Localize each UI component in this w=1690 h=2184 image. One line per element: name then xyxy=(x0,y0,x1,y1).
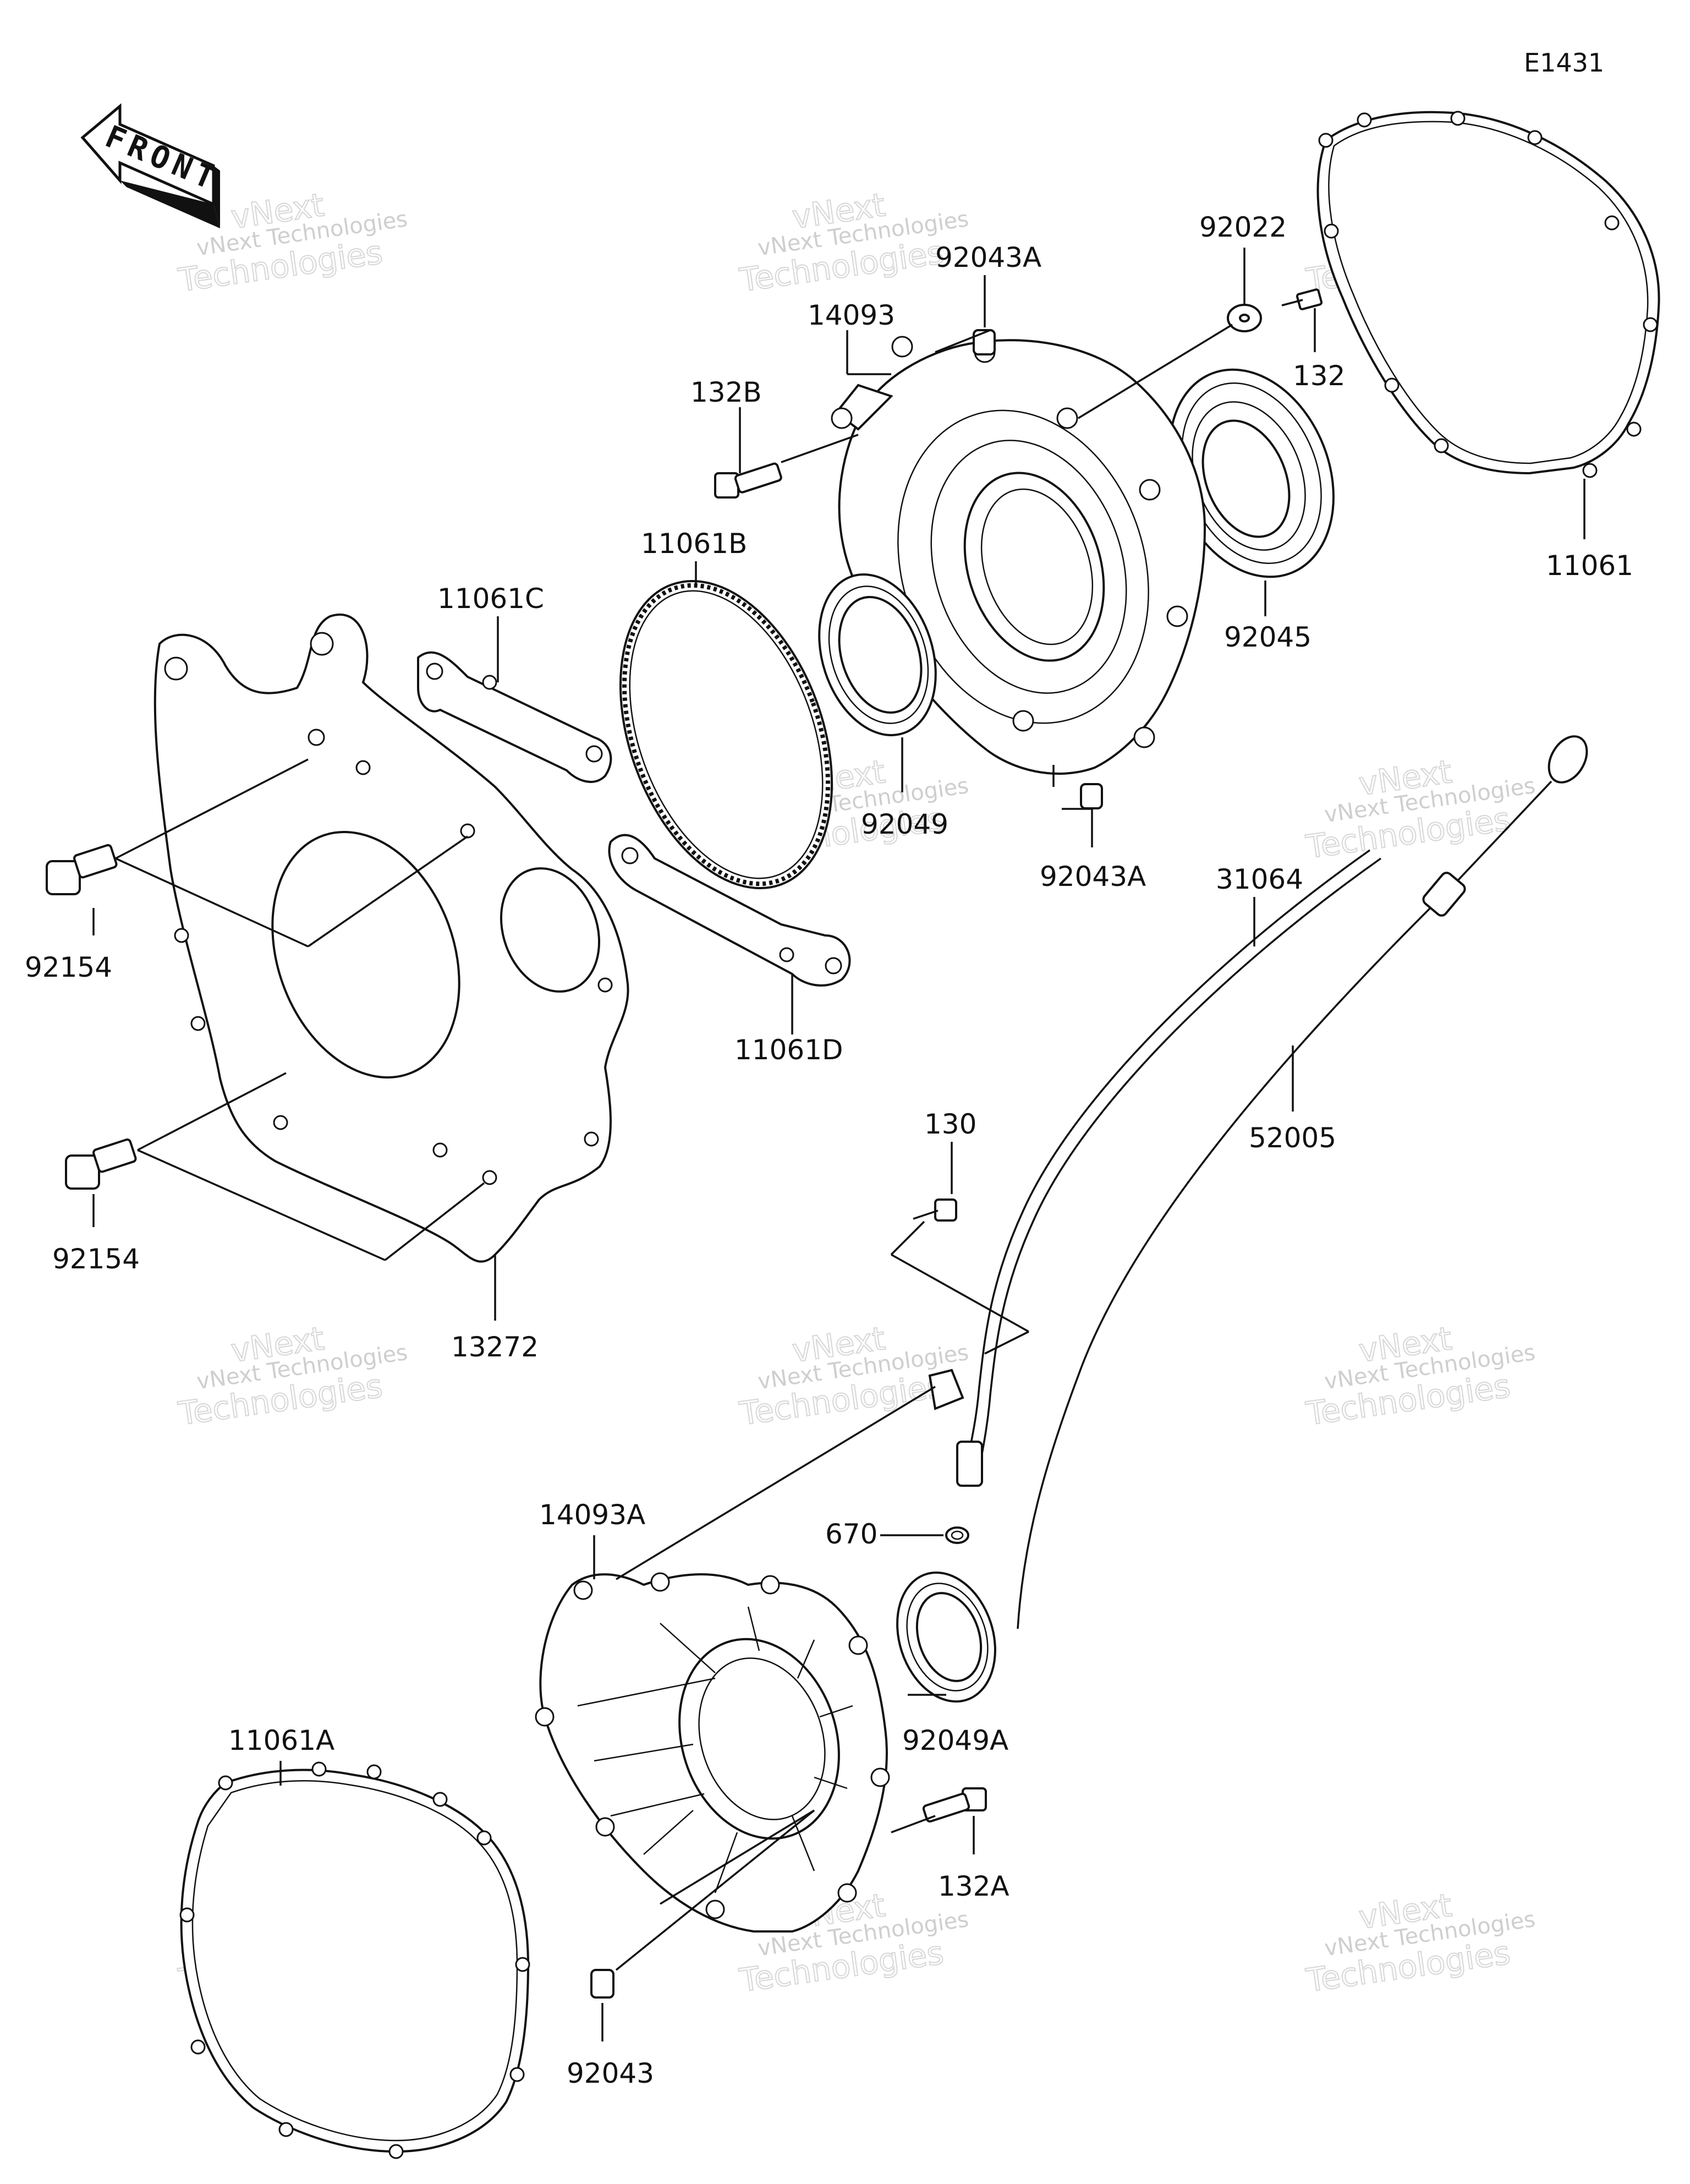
part-label-14093a: 14093A xyxy=(539,1499,645,1531)
part-label-132b: 132B xyxy=(690,376,762,408)
oil-seal-92049a xyxy=(896,1571,996,1703)
part-label-130: 130 xyxy=(924,1108,976,1140)
gasket-11061a xyxy=(179,1761,530,2159)
part-label-11061a: 11061A xyxy=(228,1725,334,1756)
bolt-130 xyxy=(913,1198,957,1222)
part-label-92154-bottom: 92154 xyxy=(52,1243,140,1275)
bolt-92154-top xyxy=(46,844,118,895)
part-label-11061b: 11061B xyxy=(641,528,747,560)
bolt-132 xyxy=(1281,288,1323,310)
cover-14093a xyxy=(535,1572,890,1933)
part-label-92049: 92049 xyxy=(861,808,948,840)
washer-92022 xyxy=(1227,304,1262,332)
part-label-92045: 92045 xyxy=(1224,621,1312,653)
part-label-92022: 92022 xyxy=(1199,211,1287,243)
gasket-11061 xyxy=(1316,111,1660,478)
bolt-132b xyxy=(714,462,782,499)
part-label-132: 132 xyxy=(1293,360,1345,392)
dipstick-52005 xyxy=(1017,735,1588,1629)
leader-lines xyxy=(92,248,1585,2041)
dowel-92043a-top xyxy=(973,329,996,355)
bolt-132a xyxy=(922,1787,987,1823)
part-label-670: 670 xyxy=(825,1518,877,1550)
gasket-11061c xyxy=(417,651,612,783)
dipstick-tube-31064 xyxy=(928,849,1382,1487)
oil-seal-92049 xyxy=(818,573,937,736)
part-label-92043a-top: 92043A xyxy=(935,242,1041,273)
bolt-92154-bottom xyxy=(65,1138,137,1190)
front-direction-arrow: FRONT xyxy=(80,103,225,228)
part-label-14093: 14093 xyxy=(808,299,895,331)
part-label-92043a-mid: 92043A xyxy=(1040,861,1146,893)
part-label-132a: 132A xyxy=(938,1870,1009,1902)
part-label-11061d: 11061D xyxy=(734,1034,843,1066)
diagram-reference-code: E1431 xyxy=(1524,48,1604,78)
dowel-92043 xyxy=(590,1969,614,1999)
part-label-11061: 11061 xyxy=(1546,550,1633,582)
part-label-13272: 13272 xyxy=(451,1331,539,1363)
part-label-92043: 92043 xyxy=(567,2057,654,2089)
part-label-92049a: 92049A xyxy=(902,1725,1008,1756)
front-label: FRONT xyxy=(100,119,225,199)
gasket-11061d xyxy=(608,834,851,987)
part-label-52005: 52005 xyxy=(1249,1122,1336,1154)
o-ring-670 xyxy=(945,1526,969,1544)
part-label-92154-top: 92154 xyxy=(25,951,112,983)
part-label-31064: 31064 xyxy=(1216,863,1303,895)
dowel-92043a-mid xyxy=(1080,783,1103,809)
part-label-11061c: 11061C xyxy=(437,583,544,615)
part-labels: 92043A 14093 132B 92022 132 11061 92045 … xyxy=(25,211,1633,2089)
o-ring-11061b xyxy=(619,579,833,890)
plate-13272 xyxy=(153,614,629,1263)
